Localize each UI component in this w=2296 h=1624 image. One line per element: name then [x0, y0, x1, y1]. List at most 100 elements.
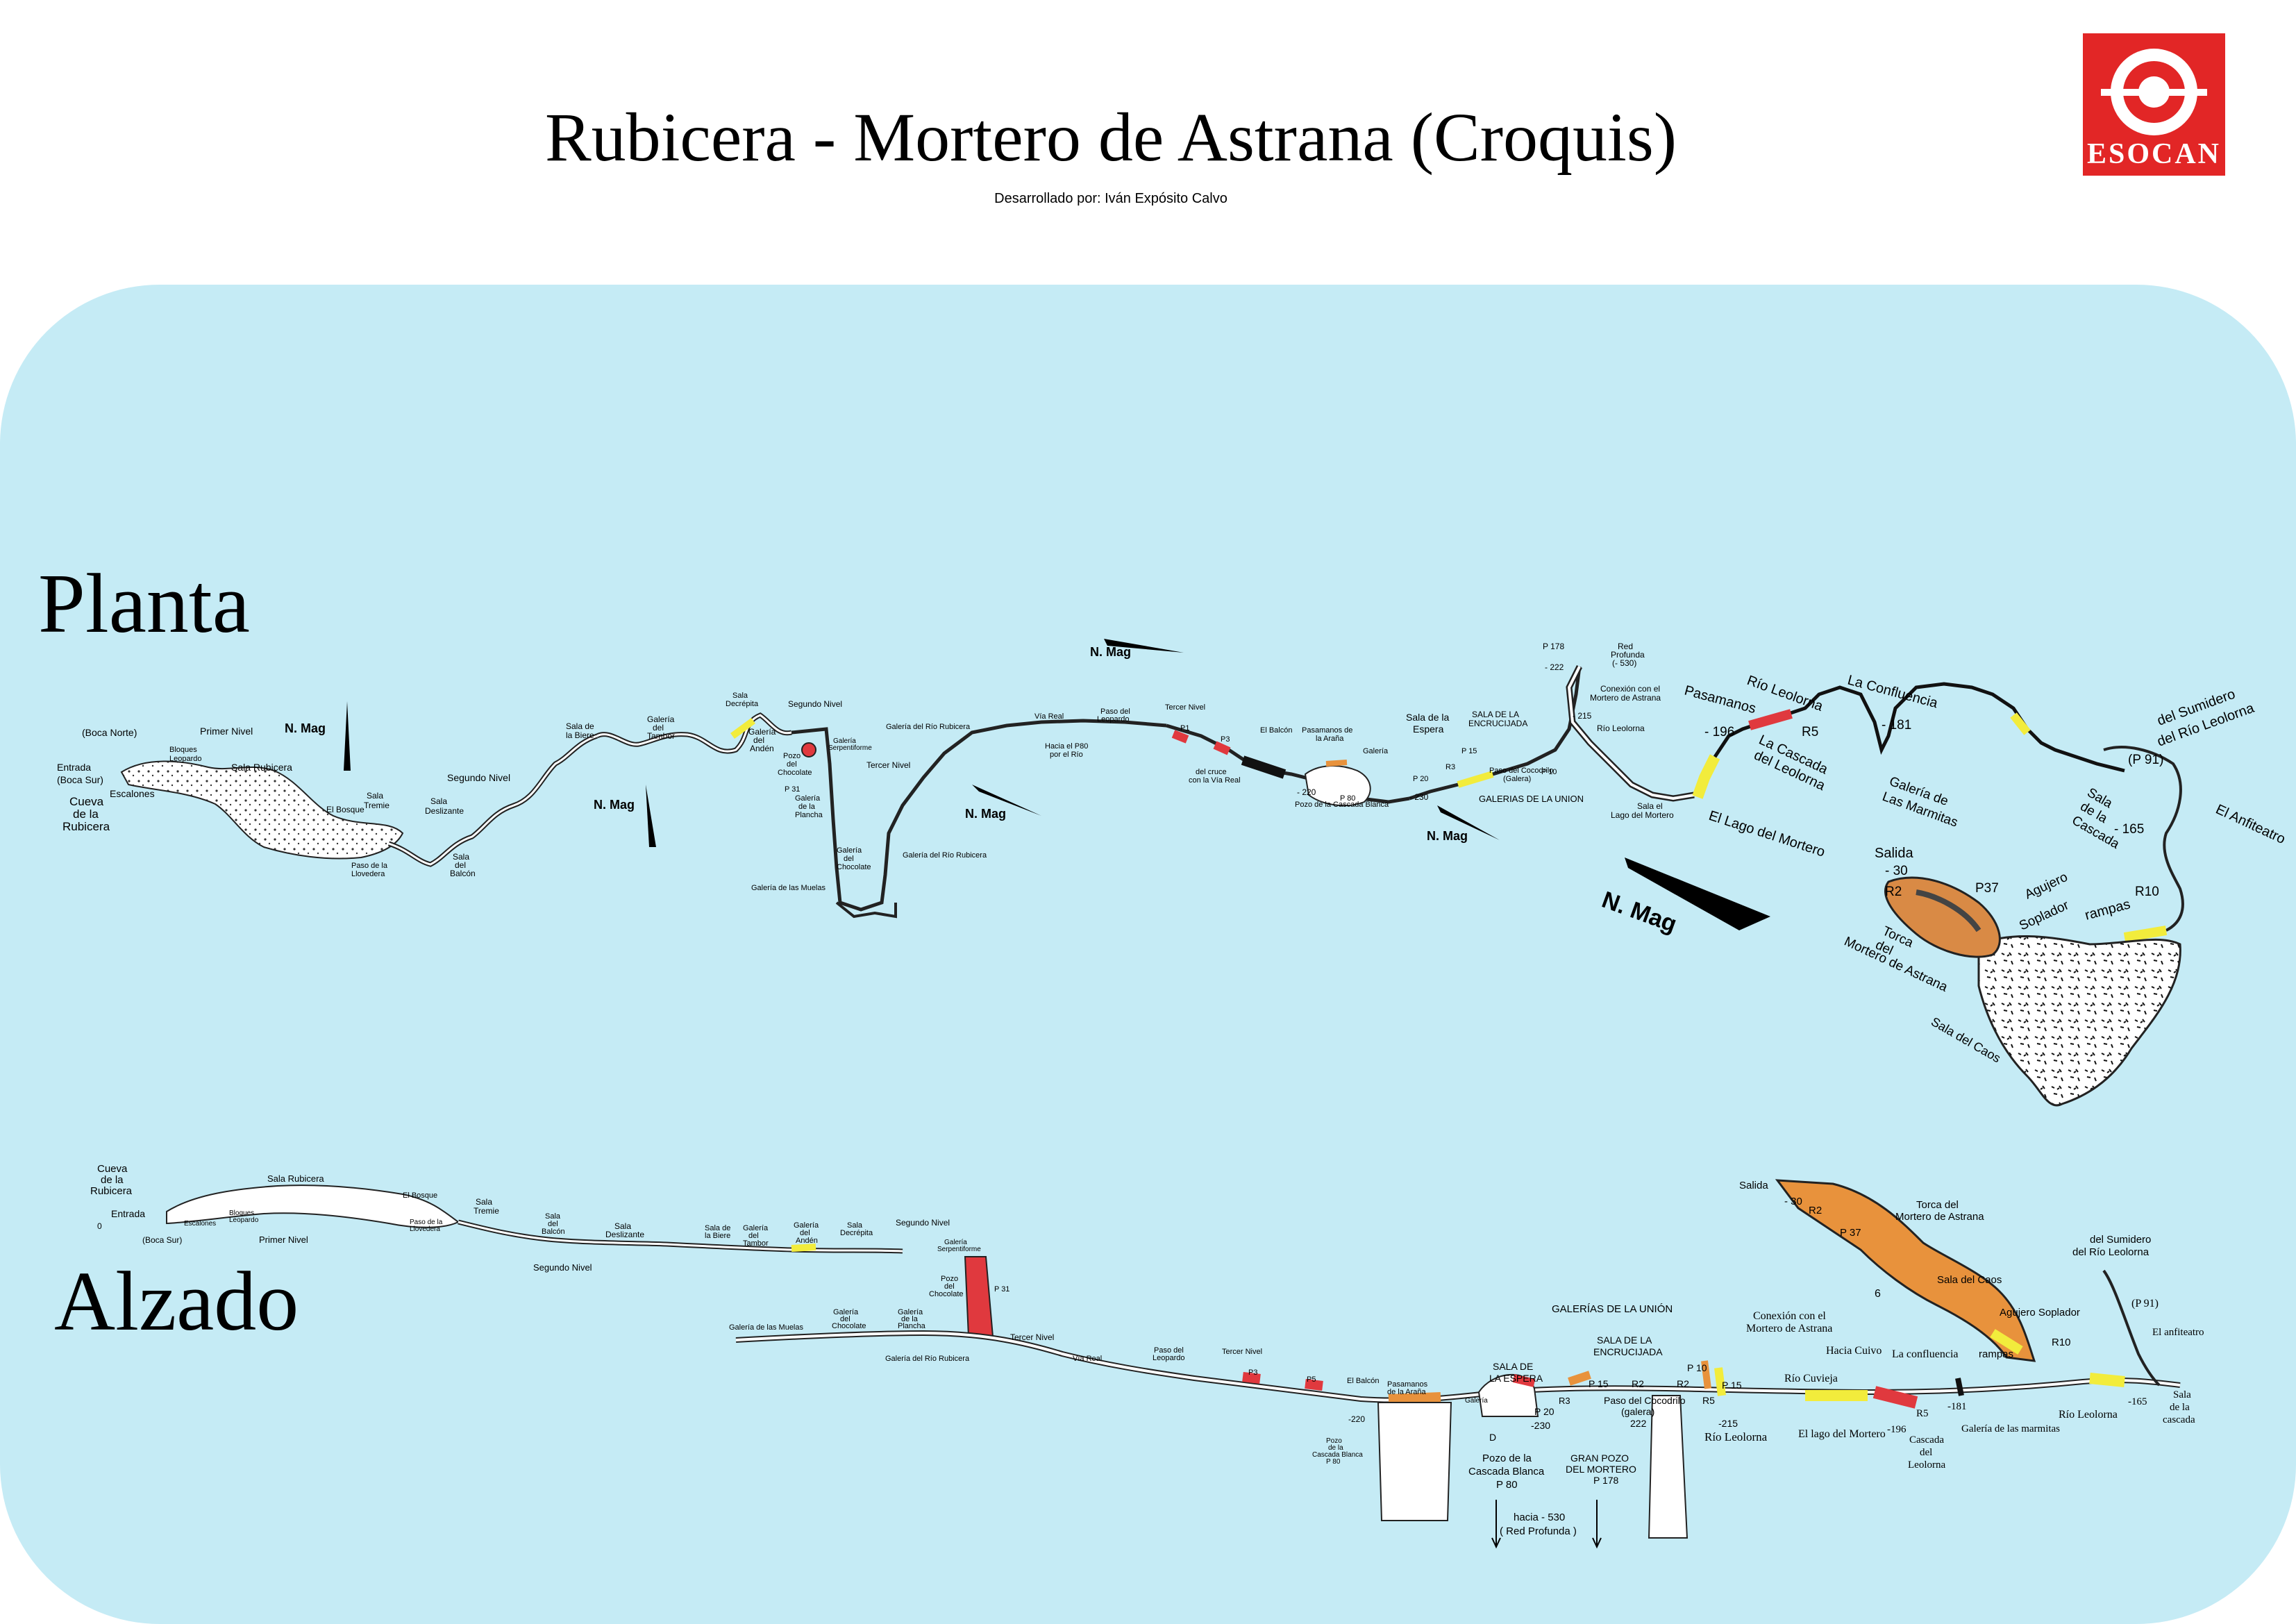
elev-label-r10: R10 — [2052, 1337, 2071, 1348]
plan-label-sala-balcon-1: Sala — [453, 852, 469, 862]
elev-label-sumidero-2: del Río Leolorna — [2072, 1246, 2150, 1258]
elev-red-espera — [1512, 1374, 1536, 1387]
elev-label-d-m196: -196 — [1887, 1424, 1907, 1435]
elev-label-pozo-choc-1: Pozo — [941, 1275, 958, 1283]
plan-label-bloques-2: Leopardo — [169, 755, 202, 763]
plan-label-sala-lago-1: Sala el — [1637, 801, 1663, 811]
plan-sala-caos — [1977, 935, 2181, 1107]
elev-label-d-m215: -215 — [1718, 1418, 1738, 1429]
map-subtitle: Desarrollado por: Iván Expósito Calvo — [994, 191, 1227, 206]
elev-label-torca-1: Torca del — [1916, 1199, 1959, 1211]
elev-label-tercer-nivel: Tercer Nivel — [1010, 1332, 1054, 1342]
map-title: Rubicera - Mortero de Astrana (Croquis) — [544, 99, 1677, 176]
elev-label-sala-biere-1: Sala de — [705, 1224, 730, 1232]
plan-label-hacia-p80-2: por el Río — [1050, 751, 1083, 759]
elev-label-sala-decrepita-1: Sala — [847, 1221, 863, 1230]
elev-pasamanos-orange — [1388, 1392, 1441, 1404]
elev-label-agujero: Agujero Soplador — [2000, 1307, 2080, 1319]
elev-label-cascada-1: Cascada — [1909, 1434, 1944, 1446]
elev-label-sala-biere-2: la Biere — [705, 1232, 730, 1240]
plan-label-conexion-1: Conexión con el — [1600, 684, 1660, 694]
plan-red-cascada — [1748, 709, 1793, 730]
elev-label-conexion-1: Conexión con el — [1753, 1310, 1826, 1322]
plan-label-galeria-serp-2: Serpentiforme — [828, 744, 872, 752]
plan-label-el-balcon: El Balcón — [1260, 726, 1292, 735]
elev-label-galeria-tambor-1: Galería — [743, 1224, 769, 1232]
elev-label-p15: P 15 — [1589, 1378, 1609, 1389]
plan-label-red-profunda-1: Red — [1618, 642, 1633, 651]
plan-label-galeria-plancha-3: Plancha — [795, 811, 823, 819]
plan-label-rio-leolorna: Río Leolorna — [1745, 673, 1825, 714]
plan-label-paso-2: Llovedera — [351, 870, 385, 878]
elev-label-p31: P 31 — [994, 1285, 1009, 1294]
elev-label-galeria-tambor-2: del — [748, 1232, 759, 1240]
elev-label-pozo-cb-1: Pozo — [1326, 1437, 1342, 1445]
plan-label-sala-balcon-2: del — [455, 860, 466, 870]
elev-passage-1-fill — [458, 1221, 903, 1253]
elev-orange-union — [1568, 1371, 1591, 1386]
plan-label-primer-nivel: Primer Nivel — [200, 726, 253, 737]
plan-label-red-profunda-2: Profunda — [1611, 650, 1645, 660]
plan-label-pozo-choc-1: Pozo — [783, 752, 801, 760]
plan-torca-inner — [1916, 889, 1981, 932]
plan-label-el-bosque: El Bosque — [326, 805, 364, 814]
plan-view: (Boca Norte) Entrada (Boca Sur) Escalone… — [57, 639, 2288, 1107]
plan-label-hacia-p80-1: Hacia el P80 — [1045, 742, 1088, 751]
elev-label-cero: 0 — [97, 1221, 102, 1231]
plan-passage-3b — [835, 901, 897, 919]
plan-label-conexion-2: Mortero de Astrana — [1590, 693, 1661, 703]
elev-label-paso-cocodrilo-2: (galera) — [1621, 1406, 1654, 1417]
plan-label-cueva: Cueva — [69, 795, 104, 808]
plan-label-sala-balcon-3: Balcón — [450, 869, 476, 878]
elev-label-d: D — [1489, 1432, 1496, 1443]
plan-label-el-lago-mortero: El Lago del Mortero — [1707, 808, 1827, 860]
elev-label-gran-pozo-2: DEL MORTERO — [1566, 1464, 1636, 1475]
plan-label-sala-encrucijada-2: ENCRUCIJADA — [1468, 719, 1527, 728]
plan-passage-4 — [1166, 723, 1410, 804]
elev-label-galeria-plancha-3: Plancha — [898, 1322, 926, 1330]
elev-label-pasamanos-1: Pasamanos — [1387, 1380, 1428, 1389]
elev-label-r3: R3 — [1559, 1396, 1570, 1406]
plan-red-pozo-chocolate — [801, 742, 816, 757]
elev-label-gran-pozo-1: GRAN POZO — [1570, 1453, 1629, 1464]
elev-label-sala-deslizante-2: Deslizante — [605, 1230, 644, 1239]
elev-label-conexion-2: Mortero de Astrana — [1746, 1323, 1832, 1334]
elevation-view: Cueva de la Rubicera Entrada 0 (Boca Sur… — [90, 1163, 2204, 1549]
elev-label-galerias-union: GALERÍAS DE LA UNIÓN — [1552, 1303, 1673, 1315]
elev-label-galeria-anden-1: Galería — [794, 1221, 819, 1230]
elev-label-el-anfiteatro: El anfiteatro — [2152, 1327, 2204, 1338]
plan-label-d-m220: - 220 — [1297, 787, 1316, 797]
plan-label-p20: P 20 — [1413, 775, 1428, 783]
elev-label-segundo-nivel-2: Segundo Nivel — [896, 1218, 950, 1228]
elev-label-sala-deslizante-1: Sala — [614, 1221, 631, 1231]
elev-label-galeria-marmitas: Galería de las marmitas — [1961, 1423, 2060, 1434]
plan-label-galeria-muelas: Galería de las Muelas — [751, 884, 826, 892]
elev-label-sala-tremie-2: Tremie — [474, 1206, 499, 1216]
plan-label-d-m215: - 215 — [1573, 711, 1592, 721]
north-label: N. Mag — [285, 721, 326, 735]
plan-label-sala-tremie-1: Sala — [367, 791, 383, 801]
plan-label-galeria-anden-2: del — [753, 735, 764, 745]
elev-label-paso-leopardo-1: Paso del — [1154, 1346, 1184, 1355]
plan-passage-6-fill — [1567, 666, 1695, 801]
plan-label-paso-leopardo-1: Paso del — [1100, 708, 1130, 716]
elev-label-gran-pozo-3: P 178 — [1593, 1475, 1619, 1486]
elev-label-sala-rubicera: Sala Rubicera — [267, 1173, 324, 1184]
elev-red-p5 — [1305, 1379, 1323, 1391]
plan-label-r10: R10 — [2135, 885, 2159, 899]
plan-label-boca-norte: (Boca Norte) — [82, 727, 137, 738]
plan-passage-1-fill — [388, 735, 598, 866]
elev-label-d-m220: -220 — [1348, 1414, 1365, 1424]
elev-label-pozo-cb-2: de la — [1328, 1444, 1343, 1452]
section-planta-label: Planta — [38, 557, 250, 651]
plan-label-p1: P1 — [1180, 724, 1189, 733]
plan-label-segundo-nivel: Segundo Nivel — [447, 772, 510, 783]
plan-label-galeria-tambor-2: del — [653, 723, 664, 733]
elev-label-r2: R2 — [1632, 1378, 1644, 1389]
plan-label-galeria: Galería — [1363, 747, 1389, 755]
elev-label-paso-1: Paso de la — [410, 1219, 443, 1226]
elev-label-cascada-3: Leolorna — [1908, 1459, 1945, 1471]
plan-label-rio-leolorna-small: Río Leolorna — [1597, 723, 1645, 733]
north-arrow-icon — [1437, 805, 1500, 840]
elev-label-tercer-nivel-2: Tercer Nivel — [1222, 1348, 1262, 1356]
